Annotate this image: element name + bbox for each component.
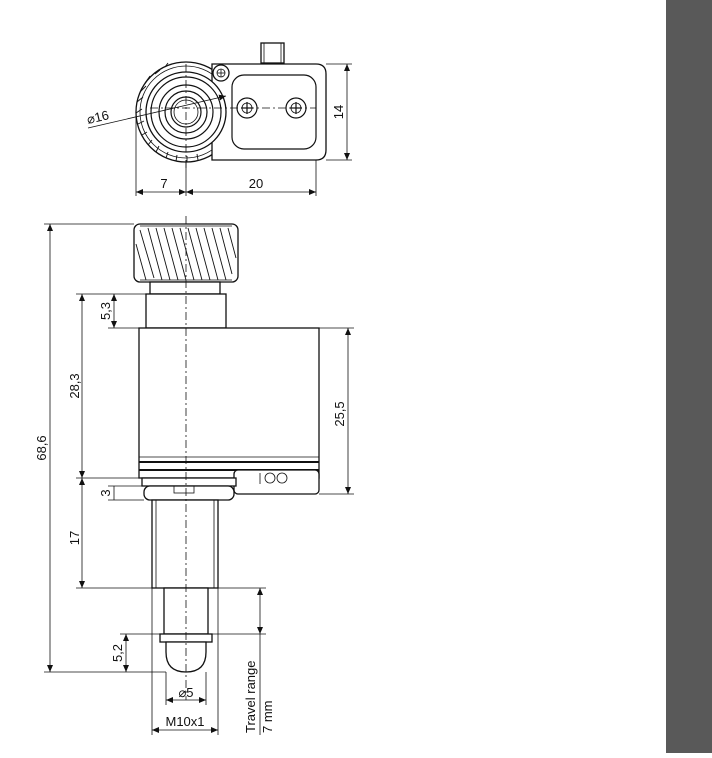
- ring-height-label: 3: [98, 489, 113, 496]
- collar-top: [149, 281, 221, 295]
- body-height-label: 25,5: [332, 401, 347, 426]
- technical-drawing: ⌀16 14 7 20: [34, 42, 354, 735]
- tip-height-label: 5,2: [110, 644, 125, 662]
- travel-range-label: Travel range: [243, 661, 258, 734]
- threaded-shaft: [151, 499, 219, 589]
- top-view: ⌀16 14 7 20: [85, 42, 352, 196]
- width-20-label: 20: [249, 176, 263, 191]
- thread-label: M10x1: [165, 714, 204, 729]
- connector-face: [231, 74, 317, 150]
- side-view: 68,6 28,3 5,3 3 17 5,2: [34, 216, 354, 735]
- housing: [211, 63, 327, 161]
- height-14-label: 14: [331, 105, 346, 119]
- shaft-height-label: 17: [67, 531, 82, 545]
- connector-stub: [260, 42, 285, 64]
- travel-range-value: 7 mm: [260, 701, 275, 734]
- diameter-16-label: ⌀16: [85, 107, 110, 127]
- upper-height-label: 28,3: [67, 373, 82, 398]
- overall-height-label: 68,6: [34, 435, 49, 460]
- width-7-label: 7: [160, 176, 167, 191]
- collar-height-label: 5,3: [98, 302, 113, 320]
- tip-diameter-label: ⌀5: [178, 685, 193, 700]
- side-panel: [666, 0, 712, 753]
- main-body: [138, 327, 320, 479]
- side-connector: [233, 469, 320, 495]
